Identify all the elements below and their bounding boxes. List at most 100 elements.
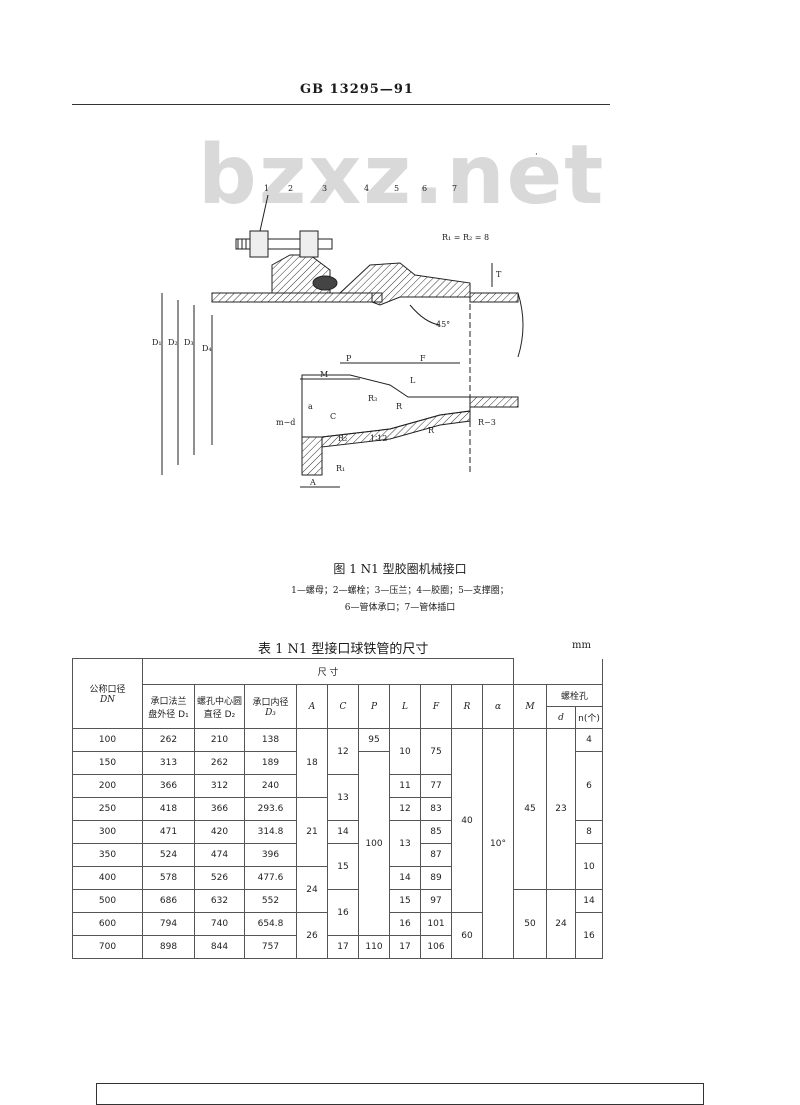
right-pipe-end xyxy=(517,292,524,358)
cell-f-97: 97 xyxy=(420,889,452,913)
bolt-thread xyxy=(237,239,247,249)
cell-f-77: 77 xyxy=(420,774,452,798)
dim-d3: D₃ xyxy=(184,338,194,347)
cell-n-8: 8 xyxy=(575,820,603,844)
figure-legend-line1: 1—螺母；2—螺栓；3—压兰；4—胶圈；5—支撑圈； xyxy=(291,586,509,596)
cell-c-15: 15 xyxy=(327,843,359,890)
dim-r3: R₃ xyxy=(368,394,377,403)
col-m: M xyxy=(513,684,547,729)
col-l: L xyxy=(389,684,421,729)
dim-f: F xyxy=(420,354,426,363)
stray-mark: · xyxy=(535,150,538,160)
leader-lines xyxy=(259,194,269,232)
nut-right xyxy=(299,230,319,258)
cell-m-50: 50 xyxy=(513,889,547,959)
part-number-4: 4 xyxy=(364,184,369,193)
cell-f-85: 85 xyxy=(420,820,452,844)
part-number-5: 5 xyxy=(394,184,399,193)
cell-alpha: 10° xyxy=(482,728,514,959)
col-d2: 螺孔中心圆直径 D₂ xyxy=(194,684,245,729)
page-header: GB 13295—91 xyxy=(300,82,414,97)
part-number-7: 7 xyxy=(452,184,457,193)
cell-n-6: 6 xyxy=(575,751,603,821)
cell-d-23: 23 xyxy=(546,728,576,890)
col-r: R xyxy=(451,684,483,729)
figure-title: 图 1 N1 型胶圈机械接口 xyxy=(333,562,467,576)
cell-f-83: 83 xyxy=(420,797,452,821)
angle-label: 45° xyxy=(436,320,450,329)
dim-m: M xyxy=(320,370,328,379)
cell-n-4: 4 xyxy=(575,728,603,752)
dim-t: T xyxy=(496,270,502,279)
dim-d2: D₂ xyxy=(168,338,178,347)
part-number-6: 6 xyxy=(422,184,427,193)
cell-n-16: 16 xyxy=(575,912,603,959)
cell-l-13: 13 xyxy=(389,820,421,867)
cell-a-24: 24 xyxy=(296,866,328,913)
cell-d-24: 24 xyxy=(546,889,576,959)
section-socket xyxy=(301,374,471,476)
joint-drawing: 1 2 3 4 5 6 7 R₁ = R₂ = 8 45° D₁ D₂ D₃ D… xyxy=(152,184,524,488)
cell-a-26: 26 xyxy=(296,912,328,959)
dim-r2: R₂ xyxy=(338,434,347,443)
col-d1: 承口法兰盘外径 D₁ xyxy=(142,684,195,729)
dim-p: P xyxy=(346,354,352,363)
cell-a-21: 21 xyxy=(296,797,328,867)
dim-d4: D₄ xyxy=(202,344,212,353)
dim-r: R xyxy=(396,402,403,411)
header-rule xyxy=(72,104,610,105)
cell-l-16: 16 xyxy=(389,912,421,936)
cell-f-106: 106 xyxy=(420,935,452,959)
part-number-1: 1 xyxy=(264,184,269,193)
part-number-3: 3 xyxy=(322,184,327,193)
cell-l-17: 17 xyxy=(389,935,421,959)
cell-l-15: 15 xyxy=(389,889,421,913)
figure-legend-line2: 6—管体承口；7—管体插口 xyxy=(344,603,456,613)
bolt xyxy=(235,238,333,250)
dim-r1: R₁ xyxy=(336,464,345,473)
cell-n-14: 14 xyxy=(575,889,603,913)
col-dimension-group: 尺 寸 xyxy=(142,658,514,685)
cell-c-16: 16 xyxy=(327,889,359,936)
dim-a: A xyxy=(309,478,316,487)
dim-c: C xyxy=(330,412,336,421)
cell-a-18: 18 xyxy=(296,728,328,798)
rubber-ring xyxy=(312,275,338,291)
cell-l-11: 11 xyxy=(389,774,421,798)
col-blank xyxy=(513,658,603,685)
table-unit: mm xyxy=(572,640,591,651)
dim-l: L xyxy=(410,376,416,385)
bottom-frame xyxy=(96,1083,704,1105)
part-number-2: 2 xyxy=(288,184,293,193)
section-socket-hatch xyxy=(301,436,323,476)
cell-p-100: 100 xyxy=(358,751,390,936)
cell-p-95: 95 xyxy=(358,728,390,752)
cell-n-10: 10 xyxy=(575,843,603,890)
cell-p-110: 110 xyxy=(358,935,390,959)
col-nominal: 公称口径 DN xyxy=(72,658,143,729)
cell-f-101: 101 xyxy=(420,912,452,936)
cell-c-12: 12 xyxy=(327,728,359,775)
dim-md: m−d xyxy=(276,418,295,427)
cell-c-17: 17 xyxy=(327,935,359,959)
cell-r-40: 40 xyxy=(451,728,483,913)
cell-c-13: 13 xyxy=(327,774,359,821)
cell-f-75: 75 xyxy=(420,728,452,775)
cell-r-60: 60 xyxy=(451,912,483,959)
col-d: d xyxy=(546,706,576,729)
section-pipe xyxy=(470,396,519,408)
cell-l-10: 10 xyxy=(389,728,421,775)
dim-taper: 1∶12 xyxy=(370,434,387,443)
spigot-pipe-wall xyxy=(211,292,383,303)
